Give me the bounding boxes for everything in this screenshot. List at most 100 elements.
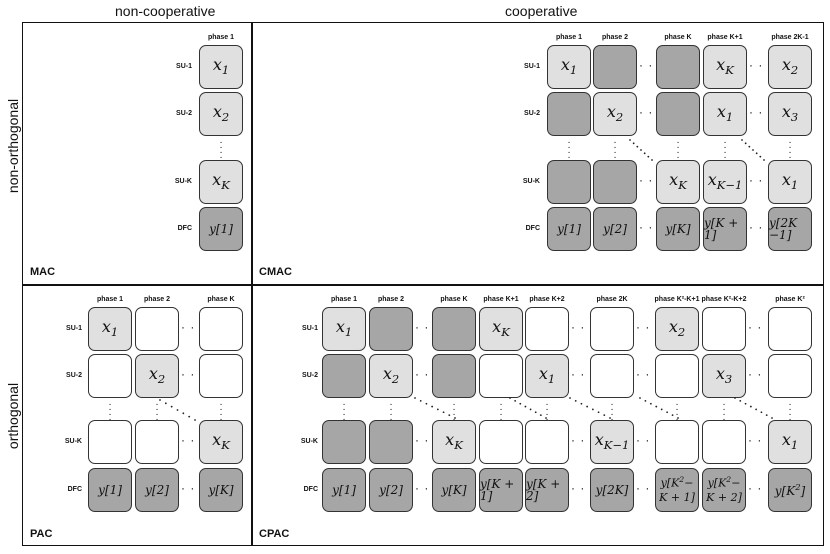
column-header-noncooperative: non-cooperative (115, 3, 216, 19)
panel-mac (22, 22, 253, 286)
cpac-row-label: SU-1 (302, 325, 318, 332)
cpac-cell (432, 354, 476, 398)
cmac-cell (656, 92, 700, 136)
pac-row-label: SU-K (64, 438, 82, 445)
pac-cell: x1 (88, 307, 132, 351)
cpac-ellipsis-horizontal: · · (748, 433, 763, 447)
cpac-phase-label: phase K+2 (529, 296, 565, 303)
cmac-cell: xK (703, 45, 747, 89)
cpac-cell (655, 420, 699, 464)
panel-label-pac: PAC (30, 528, 53, 540)
cmac-cell: x3 (768, 92, 812, 136)
cpac-cell (525, 307, 569, 351)
cpac-ellipsis-vertical: ···· (675, 399, 679, 425)
mac-row-label: SU-1 (176, 63, 192, 70)
cmac-cell: xK (656, 160, 700, 204)
cpac-cell: y[K2] (768, 468, 812, 512)
cpac-cell: xK−1 (590, 420, 634, 464)
cmac-ellipsis-vertical: ···· (567, 137, 571, 163)
cmac-cell: x1 (547, 45, 591, 89)
cmac-ellipsis-vertical: ···· (676, 137, 680, 163)
cmac-cell (547, 92, 591, 136)
row-header-nonorthogonal: non-orthogonal (5, 98, 21, 194)
cpac-cell (590, 354, 634, 398)
panel-label-cpac: CPAC (259, 528, 290, 540)
mac-row-label: DFC (177, 225, 192, 232)
cpac-cell (432, 307, 476, 351)
pac-cell (135, 420, 179, 464)
cmac-phase-label: phase 1 (555, 34, 583, 41)
mac-cell: x1 (199, 45, 243, 89)
cmac-row-label: DFC (525, 225, 540, 232)
cpac-phase-label: phase 1 (330, 296, 358, 303)
cmac-cell: x1 (768, 160, 812, 204)
cmac-phase-label: phase K (664, 34, 692, 41)
cpac-cell: y[K2− K + 2] (702, 468, 746, 512)
pac-row-label: SU-1 (66, 325, 82, 332)
cmac-row-label: SU-1 (524, 63, 540, 70)
column-header-cooperative: cooperative (505, 3, 578, 19)
row-header-orthogonal: orthogonal (5, 382, 21, 450)
cpac-cell (655, 354, 699, 398)
cpac-cell: x2 (655, 307, 699, 351)
cpac-cell: x1 (768, 420, 812, 464)
cpac-ellipsis-vertical: ···· (452, 399, 456, 425)
cpac-cell: y[2] (369, 468, 413, 512)
cpac-ellipsis-horizontal: · · (636, 367, 651, 381)
cmac-ellipsis-vertical: ···· (723, 137, 727, 163)
cmac-ellipsis-vertical: ···· (613, 137, 617, 163)
mac-cell: x2 (199, 92, 243, 136)
cpac-phase-label: phase K²-K+1 (654, 296, 700, 303)
cpac-phase-label: phase 2K (596, 296, 628, 303)
cpac-ellipsis-horizontal: · · (636, 481, 651, 495)
pac-cell: x2 (135, 354, 179, 398)
cmac-cell (547, 160, 591, 204)
cpac-ellipsis-vertical: ···· (788, 399, 792, 425)
cpac-ellipsis-horizontal: · · (571, 433, 586, 447)
cpac-cell: y[K] (432, 468, 476, 512)
cpac-ellipsis-horizontal: · · (636, 320, 651, 334)
pac-cell (199, 307, 243, 351)
cpac-row-label: DFC (303, 486, 318, 493)
cpac-cell (479, 354, 523, 398)
pac-cell: xK (199, 420, 243, 464)
cpac-cell: y[K + 2] (525, 468, 569, 512)
cmac-cell: xK−1 (703, 160, 747, 204)
pac-cell: y[2] (135, 468, 179, 512)
cmac-row-label: SU-2 (524, 110, 540, 117)
cmac-row-label: SU-K (522, 178, 540, 185)
cmac-cell (593, 45, 637, 89)
cpac-ellipsis-vertical: ···· (610, 399, 614, 425)
cpac-cell (322, 420, 366, 464)
cmac-ellipsis-horizontal: · · (639, 220, 654, 234)
cmac-ellipsis-horizontal: · · (639, 173, 654, 187)
cmac-phase-label: phase 2K-1 (771, 34, 809, 41)
pac-phase-label: phase K (207, 296, 235, 303)
panel-cpac (251, 284, 824, 546)
pac-cell (135, 307, 179, 351)
cmac-ellipsis-horizontal: · · (639, 105, 654, 119)
mac-cell: y[1] (199, 207, 243, 251)
cpac-cell: y[1] (322, 468, 366, 512)
cpac-ellipsis-vertical: ···· (722, 399, 726, 425)
cpac-cell (768, 354, 812, 398)
cmac-ellipsis-horizontal: · · (749, 105, 764, 119)
cpac-cell: xK (479, 307, 523, 351)
panel-pac (22, 284, 253, 546)
panel-cmac (251, 22, 824, 286)
cmac-cell: y[1] (547, 207, 591, 251)
cmac-ellipsis-horizontal: · · (749, 58, 764, 72)
cmac-cell: y[2] (593, 207, 637, 251)
panel-label-mac: MAC (30, 266, 56, 278)
pac-row-label: DFC (67, 486, 82, 493)
cmac-ellipsis-horizontal: · · (749, 173, 764, 187)
pac-ellipsis-horizontal: · · (181, 320, 196, 334)
cpac-ellipsis-vertical: ···· (499, 399, 503, 425)
cpac-cell (702, 307, 746, 351)
cpac-ellipsis-horizontal: · · (415, 433, 430, 447)
cmac-ellipsis-horizontal: · · (639, 58, 654, 72)
pac-ellipsis-horizontal: · · (181, 367, 196, 381)
cpac-cell: xK (432, 420, 476, 464)
mac-row-label: SU-K (174, 178, 192, 185)
mac-phase-label: phase 1 (207, 34, 235, 41)
